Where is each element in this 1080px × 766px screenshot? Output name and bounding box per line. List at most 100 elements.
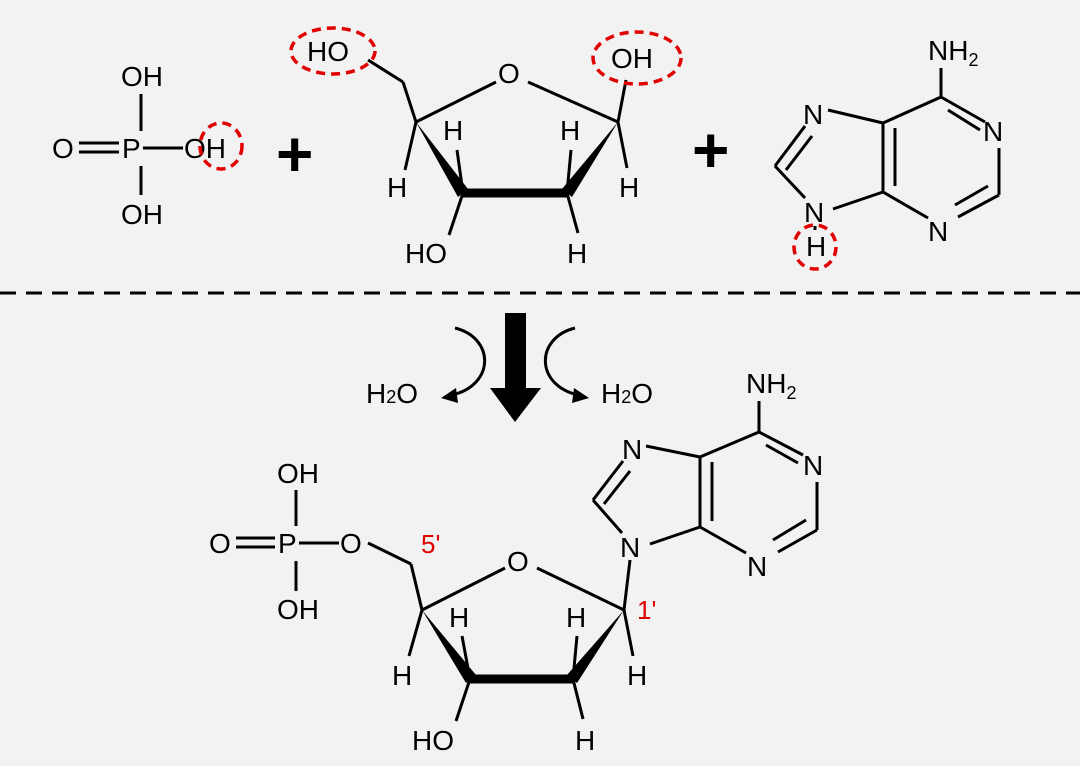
- wedge-bond: [562, 122, 618, 197]
- bond: [367, 58, 404, 84]
- adenine-n1: N: [983, 116, 1003, 147]
- adenine-n3: N: [747, 551, 767, 582]
- phosphate-oh-bottom: OH: [121, 199, 163, 230]
- adenine-n3: N: [928, 216, 948, 247]
- phosphate-oh-right: OH: [184, 133, 226, 164]
- product-phosphate: OH O P O OH 5': [209, 458, 440, 625]
- arrow-tip: [572, 388, 589, 403]
- water-right: H2O: [601, 378, 653, 409]
- bond: [832, 190, 884, 211]
- sugar-h: H: [560, 115, 580, 146]
- bond: [591, 460, 625, 501]
- wedge-bond: [416, 122, 468, 197]
- bond: [772, 518, 807, 542]
- adenine-n7: N: [622, 434, 642, 465]
- reaction-arrow-group: H2O H2O: [366, 313, 653, 422]
- phosphate-oh-top: OH: [277, 458, 319, 489]
- bond: [940, 95, 986, 124]
- highlight-circle: [289, 26, 377, 76]
- phosphate-oh-top: OH: [121, 61, 163, 92]
- sugar-h: H: [627, 660, 647, 691]
- adenine-n9: N: [804, 197, 824, 228]
- bond: [403, 121, 418, 171]
- highlight-circle: [792, 223, 838, 271]
- adenine-n1: N: [803, 450, 823, 481]
- highlight-circle: [591, 30, 683, 86]
- sugar-h: H: [392, 660, 412, 691]
- phosphate-p: P: [278, 528, 297, 559]
- bond: [367, 541, 412, 566]
- adenine-n7: N: [803, 99, 823, 130]
- adenine-n9: N: [620, 532, 640, 563]
- adenine-h: H: [806, 231, 826, 262]
- bond: [882, 190, 929, 220]
- phosphate-o: O: [209, 528, 231, 559]
- bond: [421, 566, 506, 612]
- bond: [571, 678, 585, 720]
- bond: [882, 95, 942, 125]
- highlight-circle: [198, 121, 244, 171]
- bond: [777, 528, 818, 554]
- sugar-h: H: [575, 725, 595, 756]
- sugar-ho-bottom: HO: [405, 238, 447, 269]
- bond: [773, 125, 807, 167]
- bond: [947, 108, 981, 132]
- bond: [455, 149, 465, 194]
- bond: [409, 563, 424, 611]
- adenine: NH2 N N N N H: [773, 35, 1003, 271]
- bond: [454, 678, 472, 722]
- bond: [447, 192, 465, 236]
- product-sugar: O H H H H HO H 1': [392, 546, 656, 756]
- arrow-tip: [441, 388, 458, 403]
- bond: [565, 192, 580, 234]
- bond: [957, 193, 1000, 219]
- sugar-h: H: [566, 602, 586, 633]
- bond: [773, 164, 807, 200]
- bond: [758, 430, 804, 457]
- plus-sign: +: [692, 114, 729, 186]
- sugar-ring-o: O: [507, 546, 529, 577]
- sugar-ho-left: HO: [307, 36, 349, 67]
- bond: [415, 80, 497, 124]
- bond: [649, 525, 701, 546]
- bond: [401, 81, 418, 123]
- phosphate-p: P: [122, 133, 141, 164]
- sugar-h: H: [443, 115, 463, 146]
- sugar-ho-bottom: HO: [412, 725, 454, 756]
- wedge-bond: [567, 610, 624, 683]
- bond: [699, 430, 760, 459]
- bond: [784, 135, 814, 171]
- bond: [645, 444, 701, 459]
- reaction-arrow-head: [490, 388, 541, 422]
- bond: [616, 121, 629, 169]
- bond: [954, 184, 989, 207]
- bond: [591, 499, 624, 534]
- bond: [622, 609, 635, 657]
- sugar-h: H: [449, 602, 469, 633]
- phosphoric-acid: OH O P OH OH: [52, 61, 244, 230]
- bond: [699, 525, 747, 555]
- sugar-ring-o: O: [498, 58, 520, 89]
- deoxyribose: HO O OH H H H H HO H: [289, 26, 683, 269]
- curved-arrow-left: [451, 326, 487, 397]
- sugar-h: H: [387, 172, 407, 203]
- phosphate-o-link: O: [340, 528, 362, 559]
- bond: [622, 559, 632, 611]
- sugar-h: H: [567, 238, 587, 269]
- bond: [616, 79, 628, 123]
- water-left: H2O: [366, 378, 418, 409]
- bond: [536, 566, 625, 612]
- bond: [827, 108, 884, 125]
- sugar-h: H: [619, 172, 639, 203]
- adenine-nh2: NH2: [928, 35, 978, 70]
- reaction-arrow: [505, 313, 526, 390]
- bond: [407, 609, 424, 657]
- adenine-nh2: NH2: [746, 368, 796, 403]
- sugar-oh-right: OH: [611, 43, 653, 74]
- wedge-bond: [422, 610, 476, 683]
- label-5-prime: 5': [421, 529, 440, 559]
- label-1-prime: 1': [637, 595, 656, 625]
- curved-arrow-right: [543, 326, 579, 397]
- phosphate-oh-bottom: OH: [277, 594, 319, 625]
